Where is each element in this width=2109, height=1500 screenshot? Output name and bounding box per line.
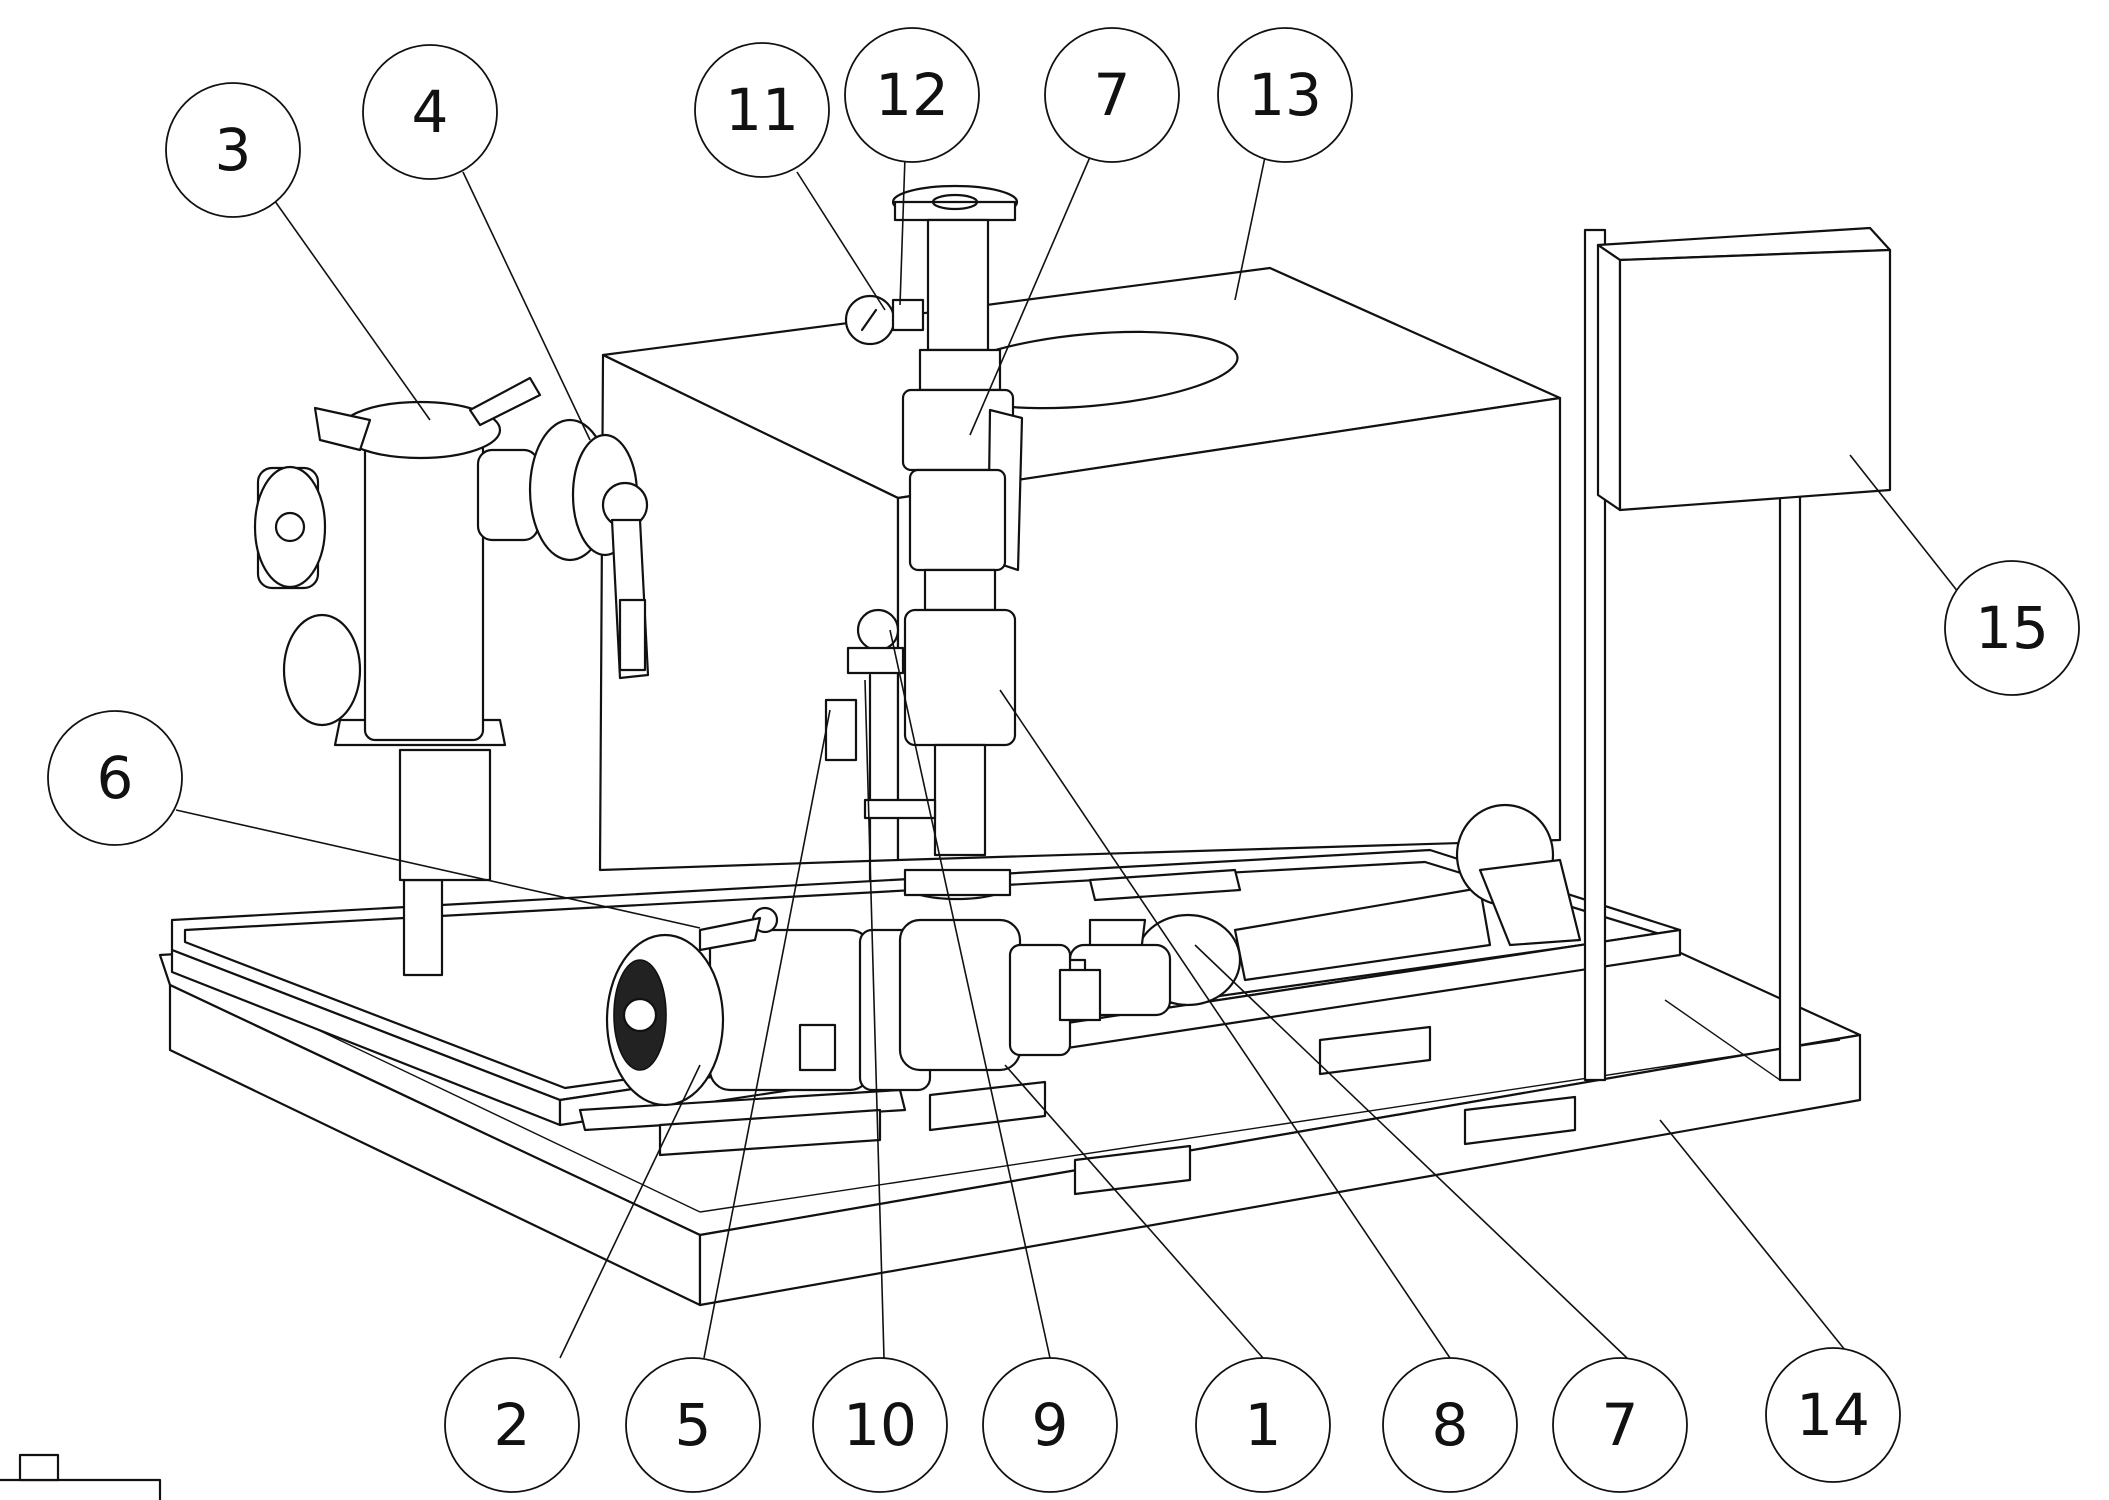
callout-3: 3 — [165, 82, 301, 218]
callout-2: 2 — [444, 1357, 580, 1493]
leader-lines — [175, 156, 1967, 1359]
callout-1: 1 — [1195, 1357, 1331, 1493]
callout-label: 6 — [97, 744, 134, 812]
callout-label: 12 — [875, 61, 949, 129]
callout-label: 4 — [412, 78, 449, 146]
discharge-column — [824, 184, 1024, 901]
callout-label: 5 — [675, 1391, 712, 1459]
callout-5: 5 — [625, 1357, 761, 1493]
callout-label: 9 — [1032, 1391, 1069, 1459]
strainer — [253, 376, 542, 977]
callout-7-bottom: 7 — [1552, 1357, 1688, 1493]
callout-12: 12 — [844, 27, 980, 163]
callout-7-top: 7 — [1044, 27, 1180, 163]
control-panel — [1583, 226, 1892, 1082]
callout-label: 8 — [1432, 1391, 1469, 1459]
callout-8: 8 — [1382, 1357, 1518, 1493]
callout-6: 6 — [47, 710, 183, 846]
callout-label: 1 — [1245, 1391, 1282, 1459]
partial-fragment — [0, 1453, 162, 1500]
callout-15: 15 — [1944, 560, 2080, 696]
callout-label: 11 — [725, 76, 799, 144]
tank — [598, 266, 1562, 872]
callout-14: 14 — [1765, 1347, 1901, 1483]
callout-label: 7 — [1602, 1391, 1639, 1459]
callout-11: 11 — [694, 42, 830, 178]
callout-label: 15 — [1975, 594, 2049, 662]
callout-label: 13 — [1248, 61, 1322, 129]
callout-label: 2 — [494, 1391, 531, 1459]
callout-4: 4 — [362, 44, 498, 180]
callout-label: 7 — [1094, 61, 1131, 129]
callout-10: 10 — [812, 1357, 948, 1493]
suction-valve — [528, 418, 650, 680]
callout-label: 10 — [843, 1391, 917, 1459]
callout-label: 3 — [215, 116, 252, 184]
pump-motor — [578, 906, 1102, 1157]
callout-9: 9 — [982, 1357, 1118, 1493]
callout-label: 14 — [1796, 1381, 1870, 1449]
callout-13: 13 — [1217, 27, 1353, 163]
